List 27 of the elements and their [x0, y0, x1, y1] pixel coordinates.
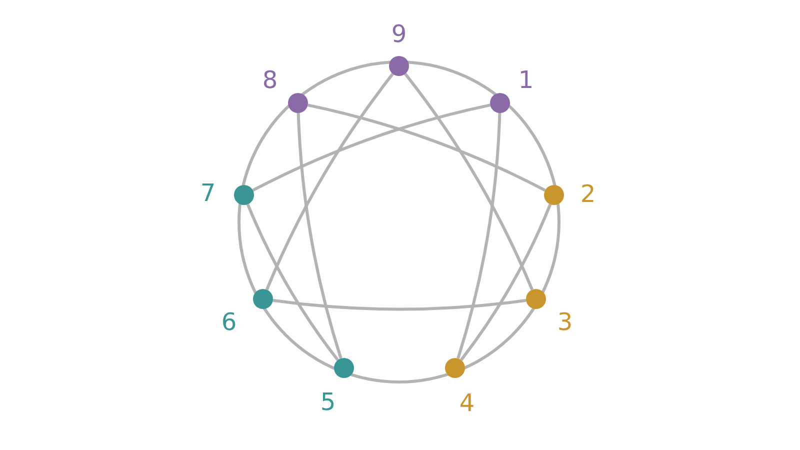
point-number: 7 — [200, 181, 216, 205]
connector-line — [456, 112, 502, 359]
point-dot — [490, 93, 510, 113]
connector-line — [252, 104, 491, 192]
point-dot — [334, 358, 354, 378]
point-dot — [234, 185, 254, 205]
point-dot — [526, 289, 546, 309]
point-number: 6 — [221, 310, 237, 334]
point-dot — [253, 289, 273, 309]
point-number: 1 — [518, 68, 534, 92]
point-dot — [389, 56, 409, 76]
connector-line — [265, 72, 394, 290]
point-dot — [445, 358, 465, 378]
point-number: 4 — [459, 391, 475, 415]
point-dot — [544, 185, 564, 205]
connector-line — [404, 72, 534, 290]
point-number: 9 — [391, 22, 407, 46]
point-number: 5 — [320, 390, 336, 414]
connector-line — [307, 104, 546, 192]
connector-line — [296, 112, 342, 359]
point-number: 8 — [262, 68, 278, 92]
connector-line — [272, 298, 526, 311]
connector-line — [246, 204, 340, 362]
point-number: 2 — [580, 182, 596, 206]
connector-line — [460, 204, 552, 361]
point-dot — [288, 93, 308, 113]
point-number: 3 — [557, 310, 573, 334]
